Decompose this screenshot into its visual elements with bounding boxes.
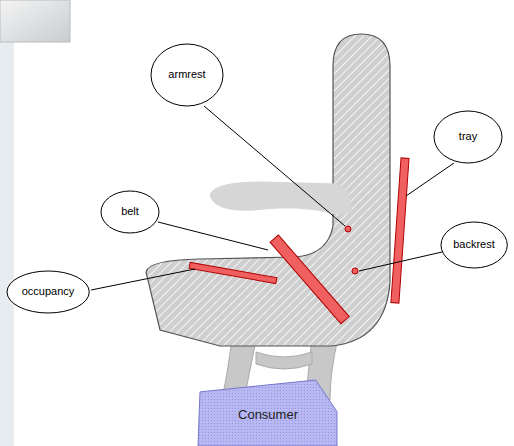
ellipse-outline bbox=[101, 191, 159, 233]
seat-body bbox=[146, 34, 390, 346]
callout-ellipse: tray bbox=[433, 110, 503, 164]
consumer-outline bbox=[198, 380, 337, 446]
belt-sensor bbox=[270, 235, 349, 324]
ellipse-outline bbox=[7, 271, 89, 313]
callout-ellipse: belt bbox=[100, 190, 160, 234]
armrest-sensor bbox=[345, 226, 351, 232]
consumer-block: Consumer bbox=[198, 380, 338, 446]
ellipse-outline bbox=[441, 222, 507, 268]
leader-line bbox=[406, 163, 454, 196]
ellipse-outline bbox=[151, 44, 223, 106]
occupancy-sensor bbox=[189, 262, 277, 283]
leader-line bbox=[204, 106, 345, 226]
leg-brace bbox=[256, 352, 312, 369]
callout-label: tray bbox=[459, 130, 477, 143]
callout-ellipse: armrest bbox=[150, 43, 224, 107]
background-strip bbox=[0, 0, 14, 446]
callout-label: backrest bbox=[453, 238, 495, 251]
armrest-shape bbox=[210, 182, 352, 214]
callout-label: armrest bbox=[168, 68, 205, 81]
leader-line bbox=[91, 269, 195, 290]
corner-tile bbox=[0, 0, 70, 42]
backrest-sensor bbox=[352, 268, 358, 274]
callout-ellipse: backrest bbox=[440, 221, 508, 269]
callout-label: Consumer bbox=[238, 407, 298, 423]
callout-label: occupancy bbox=[22, 285, 75, 298]
callout-label: belt bbox=[121, 205, 139, 218]
leader-line bbox=[158, 222, 268, 250]
leader-line bbox=[359, 252, 442, 271]
tray-sensor bbox=[391, 158, 409, 303]
callout-ellipse: occupancy bbox=[6, 270, 90, 314]
ellipse-outline bbox=[434, 111, 502, 163]
